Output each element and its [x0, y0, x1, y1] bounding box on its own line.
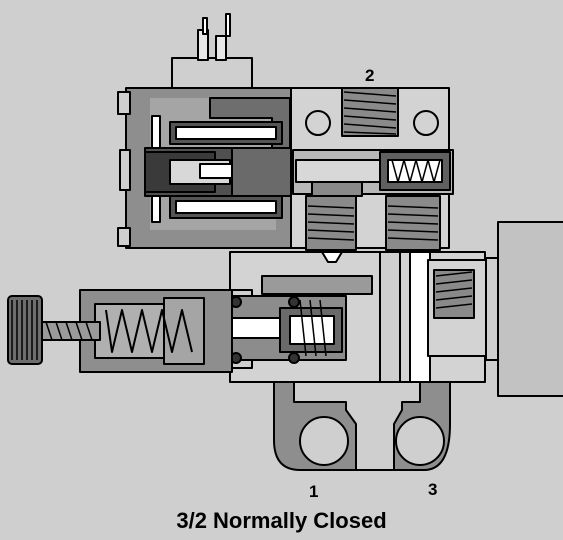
port-3-label: 3: [428, 480, 438, 499]
adjuster-knob-knurling: [11, 300, 38, 360]
bottom-port-body: [273, 381, 451, 471]
port-1-label: 1: [309, 482, 319, 501]
port-2-label: 2: [365, 66, 375, 85]
electrical-connector: [171, 13, 253, 89]
adjuster-rod-threads: [45, 321, 93, 341]
port-2-threads: [343, 91, 397, 135]
solenoid-coil-lower: [151, 189, 283, 223]
side-port-threads: [435, 271, 473, 309]
main-valve-body: [229, 251, 486, 383]
pilot-spring: [391, 159, 441, 183]
adjuster-housing: [79, 289, 233, 373]
solenoid-coil-upper: [151, 115, 283, 149]
pilot-port-threads: [307, 205, 439, 241]
main-spool-threads: [299, 299, 327, 357]
diagram-title: 3/2 Normally Closed: [176, 508, 387, 533]
adjuster-spring: [105, 309, 193, 353]
side-port-fitting: [427, 221, 563, 397]
solenoid-armature: [144, 147, 296, 197]
pilot-spool: [292, 149, 454, 197]
